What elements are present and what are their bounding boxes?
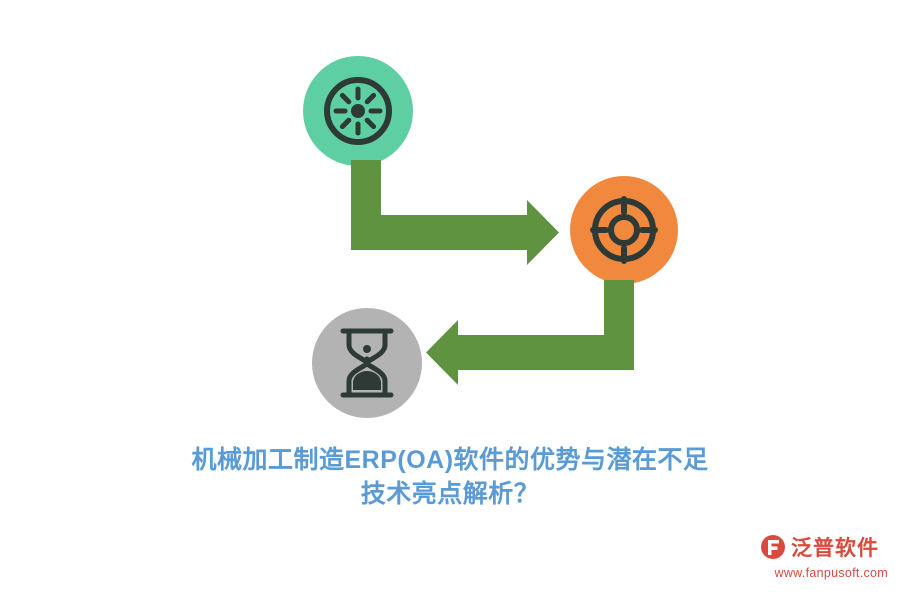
arrow-gear-to-target	[351, 160, 559, 265]
caption: 机械加工制造ERP(OA)软件的优势与潜在不足 技术亮点解析？	[0, 443, 900, 511]
brand-logo: 泛普软件 www.fanpusoft.com	[760, 532, 888, 588]
fanpu-logo-icon	[760, 534, 786, 560]
node-gear	[303, 56, 413, 166]
brand-url: www.fanpusoft.com	[774, 566, 888, 580]
arrow-target-to-hourglass	[426, 280, 634, 385]
target-icon	[589, 195, 659, 265]
caption-line-2: 技术亮点解析？	[360, 480, 540, 508]
caption-line-1: 机械加工制造ERP(OA)软件的优势与潜在不足	[191, 446, 709, 474]
hourglass-icon	[337, 327, 397, 399]
gear-icon	[322, 75, 394, 147]
node-hourglass	[312, 308, 422, 418]
node-target	[570, 176, 678, 284]
brand-name: 泛普软件	[791, 537, 879, 560]
